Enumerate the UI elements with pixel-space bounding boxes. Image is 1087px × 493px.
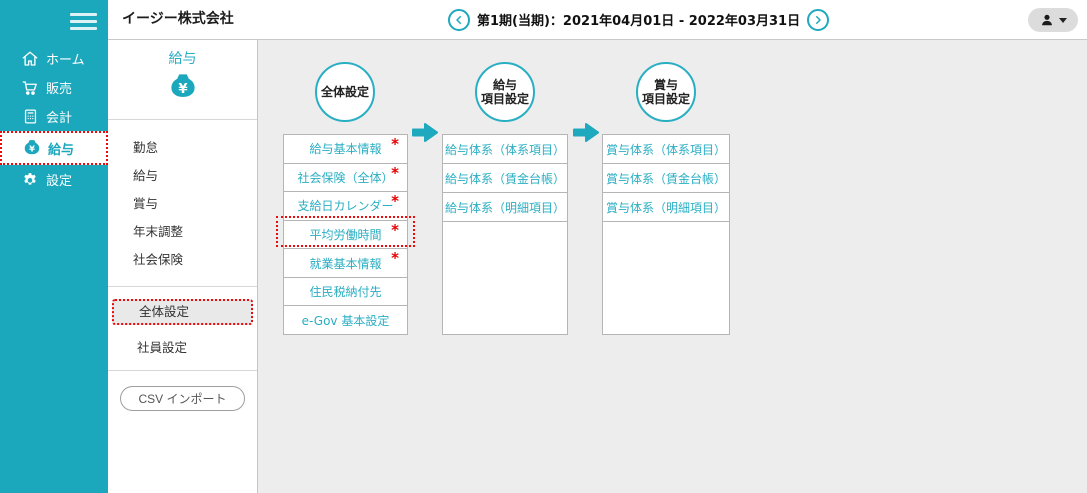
sidebar-item-payroll[interactable]: ¥ 給与 bbox=[0, 131, 108, 165]
button-bonus-system-items[interactable]: 賞与体系（体系項目） bbox=[603, 135, 729, 164]
step-label: 項目設定 bbox=[480, 92, 529, 106]
period-next-button[interactable] bbox=[807, 8, 830, 31]
button-bonus-wage-ledger[interactable]: 賞与体系（賃金台帳） bbox=[603, 164, 729, 193]
step-circle-overall-settings: 全体設定 bbox=[315, 62, 375, 122]
sidebar-item-label: 設定 bbox=[46, 174, 73, 189]
csv-import-section: CSV インポート bbox=[108, 370, 257, 411]
sidebar-item-home[interactable]: ホーム bbox=[0, 44, 108, 73]
cart-icon bbox=[20, 78, 40, 98]
svg-text:¥: ¥ bbox=[178, 82, 188, 97]
sidebar-item-accounting[interactable]: 会計 bbox=[0, 102, 108, 131]
button-salary-wage-ledger[interactable]: 給与体系（賃金台帳） bbox=[443, 164, 567, 193]
sub-sidebar-menu: 勤怠 給与 賞与 年末調整 社会保険 bbox=[108, 120, 257, 274]
period-selector: 第1期(当期)：2021年04月01日 - 2022年03月31日 bbox=[448, 0, 830, 39]
flow-arrow-icon bbox=[573, 123, 599, 142]
sidebar-item-label: 販売 bbox=[46, 82, 73, 97]
step-label: 項目設定 bbox=[641, 92, 690, 106]
main-content: 全体設定 給与 項目設定 賞与 項目設定 給与基本情報 * 社会保険（全体） *… bbox=[258, 40, 1087, 493]
button-employment-basic-info[interactable]: 就業基本情報 * bbox=[284, 249, 407, 278]
submenu-item-bonus[interactable]: 賞与 bbox=[133, 196, 159, 211]
home-icon bbox=[20, 49, 40, 69]
button-average-working-hours[interactable]: 平均労働時間 * bbox=[284, 220, 407, 250]
required-marker: * bbox=[391, 249, 399, 268]
required-marker: * bbox=[391, 192, 399, 211]
column-empty-area bbox=[443, 222, 567, 334]
button-label: 平均労働時間 bbox=[309, 228, 382, 243]
period-label: 第1期(当期)：2021年04月01日 - 2022年03月31日 bbox=[477, 14, 801, 29]
period-prev-button[interactable] bbox=[448, 8, 470, 31]
salary-items-column: 給与体系（体系項目） 給与体系（賃金台帳） 給与体系（明細項目） bbox=[442, 134, 568, 335]
payroll-sub-sidebar: 給与 ¥ 勤怠 給与 賞与 年末調整 社会保険 全体設定 社員設定 CSV イン… bbox=[108, 40, 258, 493]
button-salary-detail-items[interactable]: 給与体系（明細項目） bbox=[443, 193, 567, 222]
sub-sidebar-title: 給与 bbox=[168, 51, 197, 67]
submenu-item-social-insurance[interactable]: 社会保険 bbox=[133, 252, 184, 267]
moneybag-yen-icon: ¥ bbox=[167, 71, 199, 107]
sidebar-item-settings[interactable]: 設定 bbox=[0, 165, 108, 194]
overall-settings-column: 給与基本情報 * 社会保険（全体） * 支給日カレンダー * 平均労働時間 * … bbox=[283, 134, 408, 335]
button-label: 給与体系（体系項目） bbox=[444, 142, 565, 157]
sidebar-item-label: 給与 bbox=[48, 142, 75, 158]
company-name: イージー株式会社 bbox=[122, 11, 234, 27]
required-marker: * bbox=[391, 135, 399, 153]
sidebar-item-sales[interactable]: 販売 bbox=[0, 73, 108, 102]
gear-icon bbox=[20, 170, 40, 190]
button-social-insurance-overall[interactable]: 社会保険（全体） * bbox=[284, 163, 407, 193]
chevron-left-icon bbox=[456, 15, 461, 24]
caret-down-icon bbox=[1058, 17, 1067, 23]
button-label: e-Gov 基本設定 bbox=[301, 313, 390, 328]
submenu-item-attendance[interactable]: 勤怠 bbox=[133, 140, 159, 155]
button-label: 賞与体系（賃金台帳） bbox=[605, 171, 726, 186]
user-menu-button[interactable] bbox=[1028, 8, 1078, 32]
submenu-item-yearend-adjustment[interactable]: 年末調整 bbox=[133, 224, 184, 239]
sub-sidebar-settings-section: 全体設定 社員設定 bbox=[108, 286, 257, 361]
button-label: 就業基本情報 bbox=[309, 256, 382, 271]
button-label: 給与体系（賃金台帳） bbox=[444, 171, 565, 186]
bonus-items-column: 賞与体系（体系項目） 賞与体系（賃金台帳） 賞与体系（明細項目） bbox=[602, 134, 730, 335]
required-marker: * bbox=[391, 163, 399, 182]
step-label: 給与 bbox=[492, 78, 517, 92]
button-payday-calendar[interactable]: 支給日カレンダー * bbox=[284, 192, 407, 221]
button-salary-basic-info[interactable]: 給与基本情報 * bbox=[284, 135, 407, 164]
column-empty-area bbox=[603, 222, 729, 334]
button-label: 社会保険（全体） bbox=[297, 170, 394, 185]
sidebar-item-label: 会計 bbox=[46, 111, 73, 126]
submenu-item-employee-settings[interactable]: 社員設定 bbox=[137, 340, 188, 355]
user-icon bbox=[1041, 14, 1052, 26]
flow-arrow-icon bbox=[412, 123, 438, 142]
main-sidebar-items: ホーム 販売 会計 ¥ 給与 bbox=[0, 44, 108, 194]
calculator-icon bbox=[20, 107, 40, 127]
button-label: 支給日カレンダー bbox=[297, 199, 394, 214]
button-label: 住民税納付先 bbox=[309, 285, 382, 300]
moneybag-yen-icon: ¥ bbox=[22, 138, 42, 158]
button-label: 賞与体系（明細項目） bbox=[605, 200, 726, 215]
button-bonus-detail-items[interactable]: 賞与体系（明細項目） bbox=[603, 193, 729, 222]
topbar: イージー株式会社 第1期(当期)：2021年04月01日 - 2022年03月3… bbox=[108, 0, 1087, 40]
button-label: 賞与体系（体系項目） bbox=[605, 142, 726, 157]
button-egov-basic-settings[interactable]: e-Gov 基本設定 bbox=[284, 306, 407, 335]
step-circle-bonus-items: 賞与 項目設定 bbox=[636, 62, 696, 122]
chevron-right-icon bbox=[816, 15, 821, 24]
sub-sidebar-header: 給与 ¥ bbox=[108, 40, 257, 120]
step-circle-salary-items: 給与 項目設定 bbox=[475, 62, 535, 122]
step-label: 全体設定 bbox=[320, 85, 369, 99]
button-label: 給与体系（明細項目） bbox=[444, 200, 565, 215]
submenu-item-salary[interactable]: 給与 bbox=[133, 168, 159, 183]
button-label: 給与基本情報 bbox=[309, 142, 382, 157]
submenu-item-overall-settings[interactable]: 全体設定 bbox=[112, 299, 253, 325]
svg-text:¥: ¥ bbox=[29, 144, 35, 154]
step-label: 賞与 bbox=[653, 78, 678, 92]
button-resident-tax-payment[interactable]: 住民税納付先 bbox=[284, 277, 407, 307]
csv-import-button[interactable]: CSV インポート bbox=[120, 386, 245, 411]
sidebar-item-label: ホーム bbox=[46, 53, 85, 68]
main-sidebar: ホーム 販売 会計 ¥ 給与 bbox=[0, 0, 108, 493]
hamburger-menu-icon[interactable] bbox=[70, 13, 97, 34]
button-salary-system-items[interactable]: 給与体系（体系項目） bbox=[443, 135, 567, 164]
required-marker: * bbox=[391, 220, 399, 239]
